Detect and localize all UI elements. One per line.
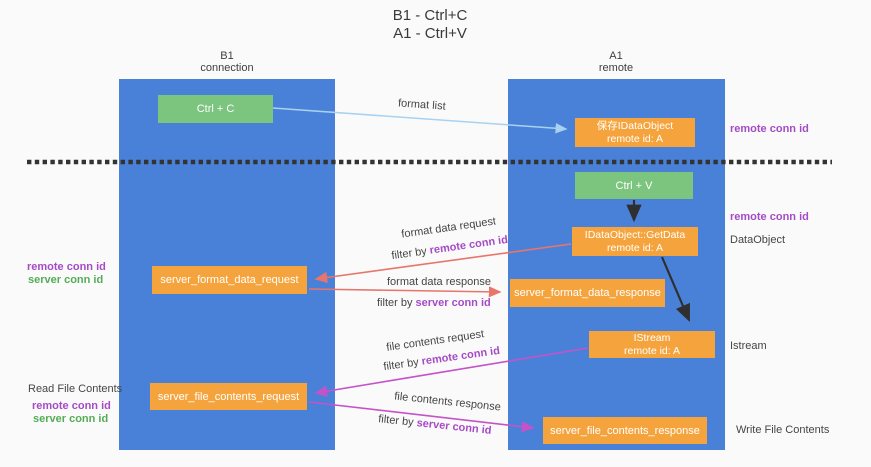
diagram-title: B1 - Ctrl+C A1 - Ctrl+V bbox=[0, 7, 860, 43]
remote-conn-id-text: remote conn id bbox=[420, 344, 501, 368]
left-column-role: connection bbox=[200, 62, 254, 74]
server-conn-id-left-2: server conn id bbox=[33, 413, 109, 425]
server-format-data-request-node: server_format_data_request bbox=[152, 266, 307, 294]
remote-conn-id-right-mid: remote conn id bbox=[730, 211, 809, 223]
filter-by-text: filter by bbox=[377, 413, 415, 429]
read-file-contents-annotation: Read File Contents bbox=[28, 383, 123, 395]
ctrl-v-node: Ctrl + V bbox=[575, 172, 693, 199]
file-contents-response-label: file contents response bbox=[393, 390, 502, 414]
filter-by-server-1: filter by server conn id bbox=[377, 297, 491, 309]
right-column-name: A1 bbox=[609, 50, 623, 62]
remote-conn-id-left-2: remote conn id bbox=[32, 400, 111, 412]
remote-conn-id-text: remote conn id bbox=[428, 233, 509, 257]
save-dataobject-node: 保存IDataObject remote id: A bbox=[575, 118, 695, 147]
title-line-2: A1 - Ctrl+V bbox=[393, 25, 467, 42]
left-column-header: B1 connection bbox=[200, 50, 253, 74]
remote-conn-id-left-1: remote conn id bbox=[27, 261, 106, 273]
filter-by-server-2: filter by server conn id bbox=[378, 413, 492, 437]
server-file-contents-response-node: server_file_contents_response bbox=[543, 417, 707, 444]
filter-by-text: filter by bbox=[390, 245, 428, 263]
server-file-contents-response-label: server_file_contents_response bbox=[550, 424, 700, 437]
istream-line1: IStream bbox=[633, 331, 671, 344]
right-column-header: A1 remote bbox=[599, 50, 633, 74]
server-file-contents-request-label: server_file_contents_request bbox=[157, 390, 300, 403]
getdata-line1: IDataObject::GetData bbox=[584, 228, 686, 241]
istream-node: IStream remote id: A bbox=[589, 331, 715, 358]
server-conn-id-text: server conn id bbox=[416, 417, 493, 437]
format-data-response-label: format data response bbox=[387, 276, 491, 288]
format-data-response-arrow bbox=[308, 286, 502, 298]
save-dataobject-line2: remote id: A bbox=[606, 132, 664, 145]
filter-by-text: filter by bbox=[382, 356, 420, 374]
left-column-name: B1 bbox=[220, 50, 234, 62]
ctrl-c-label: Ctrl + C bbox=[196, 103, 235, 115]
ctrl-v-label: Ctrl + V bbox=[615, 179, 653, 192]
dataobject-annotation: DataObject bbox=[730, 234, 786, 246]
format-list-label: format list bbox=[397, 97, 447, 113]
server-format-data-response-label: server_format_data_response bbox=[514, 287, 661, 299]
server-format-data-request-label: server_format_data_request bbox=[160, 274, 299, 286]
server-format-data-response-node: server_format_data_response bbox=[510, 279, 665, 307]
server-conn-id-text: server conn id bbox=[415, 297, 491, 309]
ctrl-c-node: Ctrl + C bbox=[158, 95, 273, 123]
getdata-node: IDataObject::GetData remote id: A bbox=[572, 227, 698, 256]
istream-line2: remote id: A bbox=[623, 344, 681, 357]
server-file-contents-request-node: server_file_contents_request bbox=[150, 383, 307, 410]
getdata-line2: remote id: A bbox=[606, 241, 664, 254]
save-dataobject-line1: 保存IDataObject bbox=[596, 119, 674, 132]
write-file-contents-annotation: Write File Contents bbox=[736, 424, 830, 436]
istream-annotation: Istream bbox=[730, 340, 767, 352]
right-column-role: remote bbox=[598, 62, 634, 74]
title-line-1: B1 - Ctrl+C bbox=[392, 7, 468, 24]
server-conn-id-left-1: server conn id bbox=[28, 274, 104, 286]
filter-by-text: filter by bbox=[377, 297, 413, 309]
remote-conn-id-right-top: remote conn id bbox=[730, 123, 809, 135]
